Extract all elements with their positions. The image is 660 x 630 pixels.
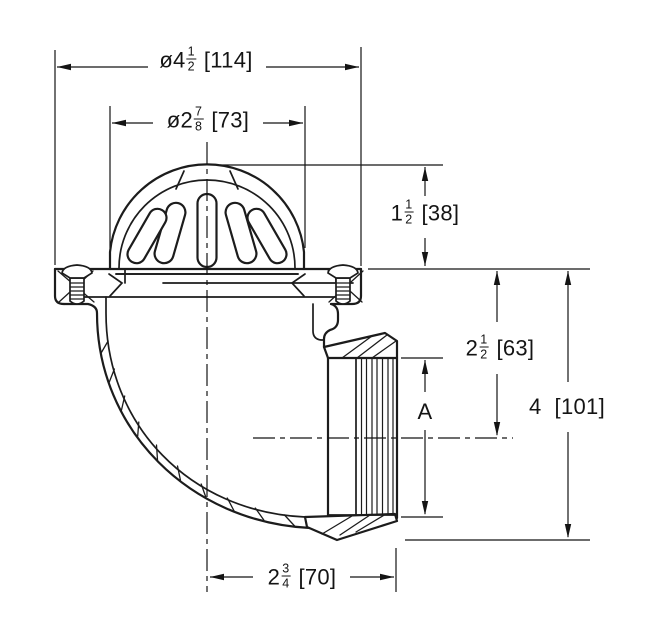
dim-overall-height: 4 [101]: [529, 396, 605, 418]
dome-strainer: [108, 163, 306, 275]
strainer-slots: [126, 192, 288, 269]
dim-dome-height-value: 1: [390, 200, 404, 225]
fraction-denominator: 2: [187, 59, 195, 74]
dim-centerline-to-face-metric: [70]: [298, 564, 337, 589]
fraction-numerator: 7: [194, 104, 204, 120]
fraction-numerator: 1: [404, 197, 414, 213]
dim-outer-diameter-value: ø4: [159, 47, 186, 72]
dim-centerline-to-face-value: 2: [267, 564, 281, 589]
dimension-lines: [54, 47, 590, 592]
fraction-denominator: 4: [282, 576, 290, 591]
fraction-denominator: 8: [195, 119, 203, 134]
fraction-denominator: 2: [405, 212, 413, 227]
centerlines: [206, 142, 513, 592]
dim-overall-height-metric: [101]: [554, 394, 605, 419]
dim-outer-diameter-metric: [114]: [203, 47, 253, 72]
securing-screw-right: [327, 264, 359, 305]
curve-tick-marks: [100, 340, 296, 527]
dim-overall-height-value: 4: [529, 394, 542, 419]
dim-dome-diameter-value: ø2: [166, 107, 194, 132]
dim-outlet-size-value: A: [417, 399, 433, 424]
dim-flange-to-centerline-value: 2: [465, 335, 479, 360]
dim-dome-height-metric: [38]: [421, 200, 460, 225]
fraction-numerator: 1: [186, 44, 196, 60]
outlet-threads: [326, 356, 399, 520]
securing-screw-left: [61, 264, 93, 305]
dim-dome-diameter-metric: [73]: [211, 107, 250, 132]
fraction-numerator: 1: [479, 332, 489, 348]
elbow-body: [62, 296, 399, 542]
dim-flange-to-centerline-metric: [63]: [496, 335, 535, 360]
dim-outlet-size: A: [418, 401, 433, 423]
fraction-numerator: 3: [281, 561, 291, 577]
fraction-denominator: 2: [480, 347, 488, 362]
